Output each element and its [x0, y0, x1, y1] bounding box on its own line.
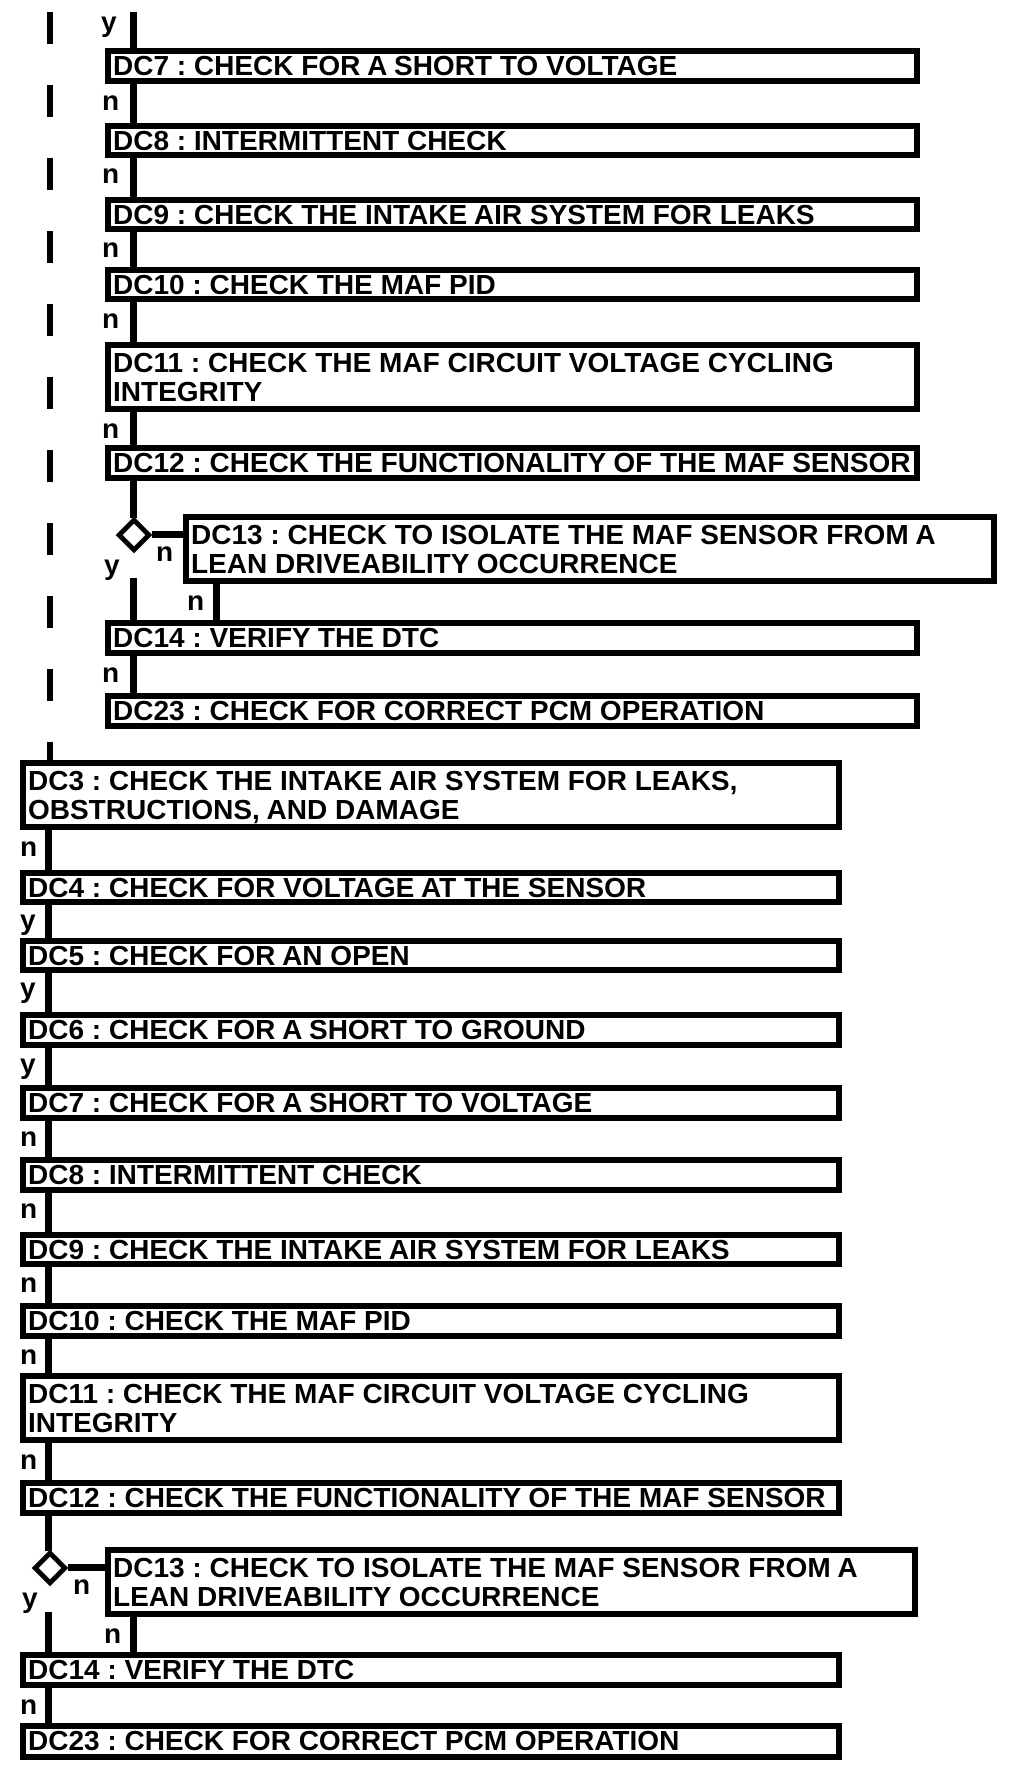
branch-label-n: n [20, 1339, 38, 1370]
connector-line [130, 655, 137, 693]
connector-line [130, 411, 137, 446]
branch-label-n: n [187, 585, 205, 616]
branch-label-n: n [102, 657, 120, 688]
process-box-dc12-main: DC12 : CHECK THE FUNCTIONALITY OF THE MA… [20, 1480, 842, 1516]
connector-line [152, 531, 183, 538]
branch-label-y: y [20, 1048, 36, 1079]
branch-label-n: n [104, 1618, 122, 1649]
connector-line [45, 972, 52, 1012]
connector-line [130, 157, 137, 198]
process-box-dc14-top: DC14 : VERIFY THE DTC [105, 620, 920, 656]
branch-label-n: n [20, 831, 38, 862]
process-box-dc13-main: DC13 : CHECK TO ISOLATE THE MAF SENSOR F… [105, 1547, 918, 1617]
connector-line [130, 301, 137, 343]
branch-label-n: n [20, 1193, 38, 1224]
connector-line [130, 83, 137, 124]
process-box-dc8-main: DC8 : INTERMITTENT CHECK [20, 1157, 842, 1193]
decision-diamond-main [31, 1549, 69, 1587]
branch-label-y: y [20, 972, 36, 1003]
process-box-dc5-main: DC5 : CHECK FOR AN OPEN [20, 938, 842, 973]
branch-label-n: n [20, 1444, 38, 1475]
connector-line [45, 1266, 52, 1303]
connector-line [45, 1612, 52, 1652]
process-box-dc23-main: DC23 : CHECK FOR CORRECT PCM OPERATION [20, 1723, 842, 1760]
connector-line [130, 578, 137, 620]
branch-label-n: n [102, 232, 120, 263]
process-box-dc14-main: DC14 : VERIFY THE DTC [20, 1652, 842, 1688]
process-box-dc4-main: DC4 : CHECK FOR VOLTAGE AT THE SENSOR [20, 870, 842, 905]
decision-label-yes: y [104, 549, 120, 580]
connector-line [130, 12, 137, 49]
branch-label-n: n [102, 158, 120, 189]
process-box-dc8-top: DC8 : INTERMITTENT CHECK [105, 123, 920, 158]
connector-line [45, 1688, 52, 1723]
process-box-dc13-top: DC13 : CHECK TO ISOLATE THE MAF SENSOR F… [183, 514, 997, 584]
decision-label-yes: y [22, 1582, 38, 1613]
process-box-dc9-top: DC9 : CHECK THE INTAKE AIR SYSTEM FOR LE… [105, 197, 920, 232]
decision-label-no: n [156, 536, 174, 567]
branch-label-n: n [20, 1267, 38, 1298]
branch-label-y: y [20, 904, 36, 935]
branch-label-n: n [20, 1689, 38, 1720]
connector-line [130, 231, 137, 268]
decision-label-no: n [73, 1569, 91, 1600]
connector-line [45, 1120, 52, 1157]
process-box-dc9-main: DC9 : CHECK THE INTAKE AIR SYSTEM FOR LE… [20, 1232, 842, 1267]
connector-line [130, 480, 137, 518]
branch-label-entry-y: y [101, 6, 117, 37]
branch-label-n: n [102, 413, 120, 444]
process-box-dc12-top: DC12 : CHECK THE FUNCTIONALITY OF THE MA… [105, 445, 920, 481]
process-box-dc6-main: DC6 : CHECK FOR A SHORT TO GROUND [20, 1012, 842, 1048]
connector-line [213, 584, 220, 620]
process-box-dc3-main: DC3 : CHECK THE INTAKE AIR SYSTEM FOR LE… [20, 760, 842, 830]
process-box-dc10-top: DC10 : CHECK THE MAF PID [105, 267, 920, 302]
process-box-dc11-main: DC11 : CHECK THE MAF CIRCUIT VOLTAGE CYC… [20, 1373, 842, 1443]
connector-line [45, 1192, 52, 1232]
connector-line [45, 1338, 52, 1373]
connector-line [45, 1515, 52, 1551]
process-box-dc7-top: DC7 : CHECK FOR A SHORT TO VOLTAGE [105, 48, 920, 84]
process-box-dc23-top: DC23 : CHECK FOR CORRECT PCM OPERATION [105, 693, 920, 729]
connector-line [45, 904, 52, 938]
dashed-connector-line [47, 12, 53, 760]
connector-line [68, 1564, 105, 1571]
process-box-dc11-top: DC11 : CHECK THE MAF CIRCUIT VOLTAGE CYC… [105, 342, 920, 412]
process-box-dc10-main: DC10 : CHECK THE MAF PID [20, 1303, 842, 1339]
branch-label-n: n [102, 85, 120, 116]
decision-diamond-top [115, 516, 153, 554]
process-box-dc7-main: DC7 : CHECK FOR A SHORT TO VOLTAGE [20, 1085, 842, 1121]
connector-line [45, 1442, 52, 1480]
connector-line [130, 1617, 137, 1652]
branch-label-n: n [20, 1121, 38, 1152]
branch-label-n: n [102, 303, 120, 334]
connector-line [45, 829, 52, 870]
connector-line [45, 1047, 52, 1085]
